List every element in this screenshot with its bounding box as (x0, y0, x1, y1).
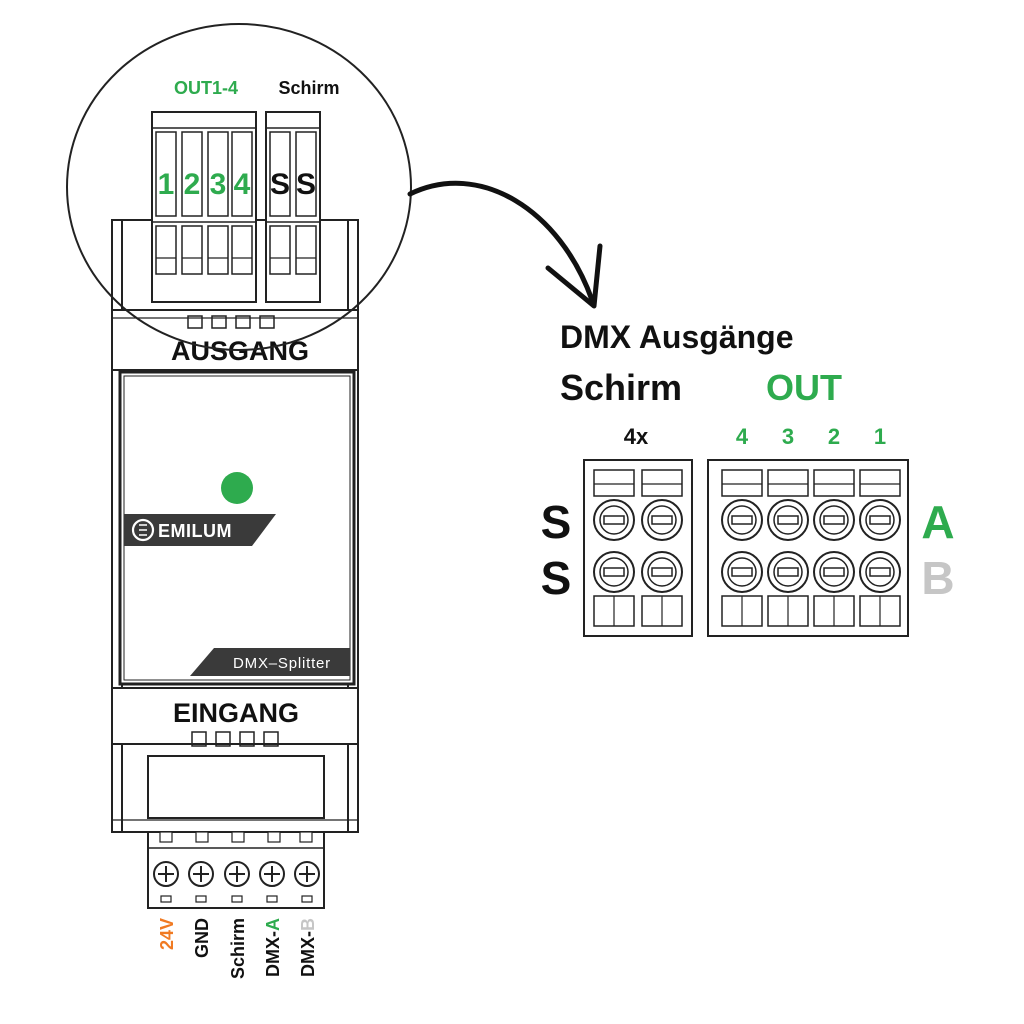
detail-out-heading: OUT (766, 367, 842, 408)
screw-icon (721, 499, 763, 541)
detail-out-number: 4 (736, 424, 749, 449)
detail-connector-parts (593, 469, 901, 627)
screw-icon (188, 861, 214, 903)
led-icon (221, 472, 253, 504)
callout-shield-letter: S (296, 168, 316, 201)
input-labels: 24V GND Schirm DMX-A DMX-B (157, 918, 318, 979)
screw-icon (813, 499, 855, 541)
screw-icon (767, 551, 809, 593)
callout-top-slot (269, 131, 291, 217)
model-name: DMX–Splitter (233, 655, 331, 672)
eingang-label: EINGANG (173, 698, 299, 728)
detail-row-right-a: A (921, 496, 954, 548)
input-terminal-label: Schirm (228, 918, 248, 979)
callout-bottom-slot (181, 225, 203, 275)
detail-terminal-column (813, 469, 855, 627)
input-terminal-label: GND (192, 918, 212, 958)
callout-out-label: OUT1-4 (174, 78, 238, 98)
detail-row-left-1: S (541, 496, 572, 548)
input-terminal-label: 24V (157, 918, 177, 950)
model-badge: DMX–Splitter (190, 648, 350, 676)
screw-icon (153, 861, 179, 903)
detail-out-number: 1 (874, 424, 886, 449)
screw-icon (593, 551, 635, 593)
screw-icon (641, 551, 683, 593)
detail-terminal-column (593, 469, 635, 627)
detail-title: DMX Ausgänge (560, 319, 794, 355)
callout-shield-letter: S (270, 168, 290, 201)
device-housing (111, 219, 359, 833)
screw-icon (259, 861, 285, 903)
callout-top-slot (155, 131, 177, 217)
callout-out-digit: 3 (210, 168, 227, 201)
input-terminal-label: DMX-B (298, 918, 318, 977)
emilum-logo-icon (131, 518, 155, 542)
callout-top-slot (207, 131, 229, 217)
detail-terminal-column (859, 469, 901, 627)
detail-row-left-2: S (541, 552, 572, 604)
screw-icon (721, 551, 763, 593)
screw-icon (859, 551, 901, 593)
callout-bottom-slot (269, 225, 291, 275)
detail-terminal-column (767, 469, 809, 627)
arrow-icon (407, 180, 603, 309)
screw-icon (767, 499, 809, 541)
callout-top-slot (231, 131, 253, 217)
callout-top-slot (181, 131, 203, 217)
ausgang-label: AUSGANG (171, 336, 309, 366)
detail-out-numbers: 4 3 2 1 (736, 424, 886, 449)
brand-name: EMILUM (158, 521, 232, 541)
input-terminal-label: DMX-A (263, 918, 283, 977)
detail-terminal-column (721, 469, 763, 627)
screw-icon (813, 551, 855, 593)
callout-out-digit: 4 (234, 168, 251, 201)
brand-badge: EMILUM (124, 514, 276, 546)
screw-icon (641, 499, 683, 541)
callout-shield-label: Schirm (278, 78, 339, 98)
callout-bottom-slot (155, 225, 177, 275)
detail-out-number: 2 (828, 424, 840, 449)
callout-out-digit: 2 (184, 168, 201, 201)
callout-bottom-slot (231, 225, 253, 275)
callout-slots (155, 131, 317, 275)
screw-icon (593, 499, 635, 541)
callout-top-slot (295, 131, 317, 217)
screw-icon (859, 499, 901, 541)
screw-icon (224, 861, 250, 903)
detail-terminal-column (641, 469, 683, 627)
callout-bottom-slot (207, 225, 229, 275)
callout-out-digit: 1 (158, 168, 175, 201)
callout-ellipse (66, 23, 412, 351)
detail-out-number: 3 (782, 424, 794, 449)
detail-shield-count: 4x (624, 424, 649, 449)
screw-icon (294, 861, 320, 903)
detail-row-right-b: B (921, 552, 954, 604)
callout-bottom-slot (295, 225, 317, 275)
detail-shield-heading: Schirm (560, 367, 682, 408)
input-screws (153, 861, 320, 903)
